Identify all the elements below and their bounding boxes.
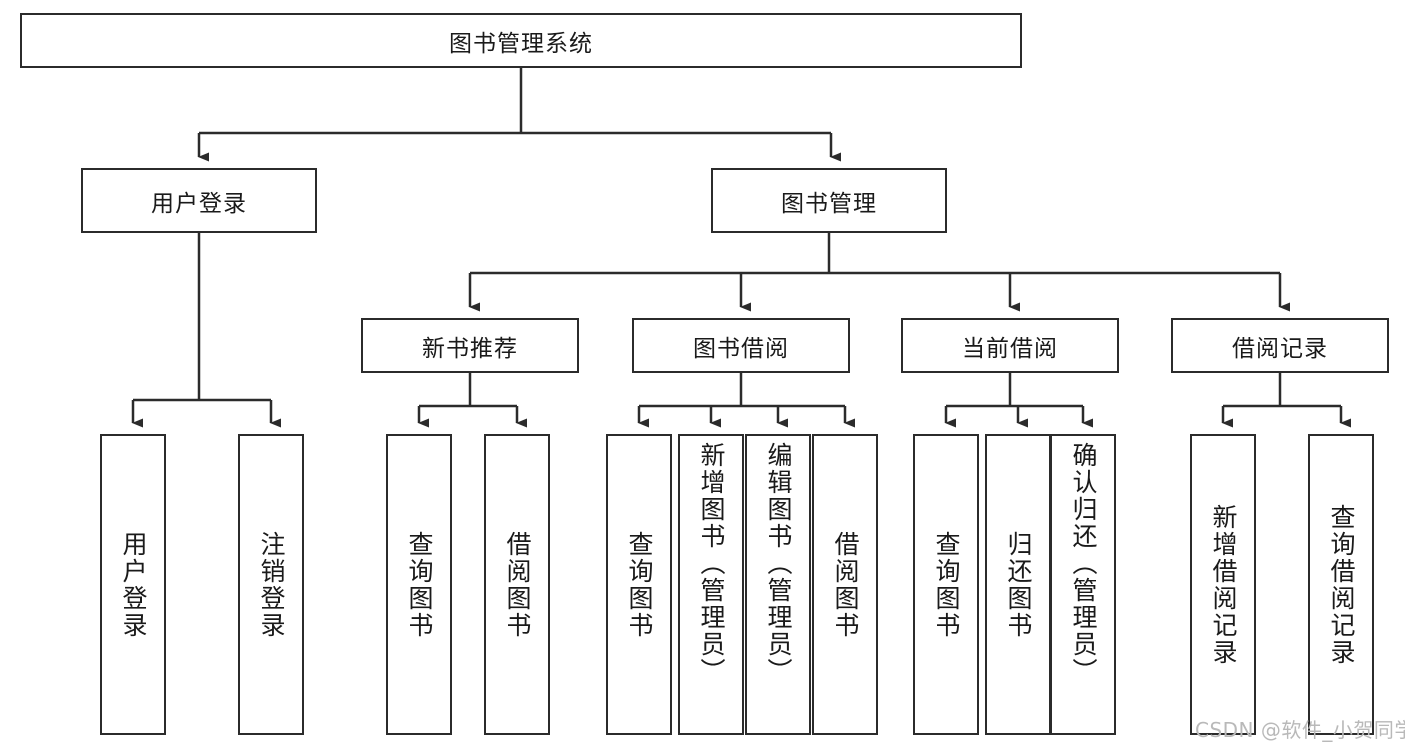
leaf-newbook-query-book[interactable]: 查询图书 (386, 434, 452, 735)
node-root[interactable]: 图书管理系统 (20, 13, 1022, 68)
leaf-add-borrow-record-label: 新增借阅记录 (1209, 503, 1238, 666)
leaf-current-query-book-label: 查询图书 (932, 530, 961, 639)
node-current-borrow-label: 当前借阅 (962, 335, 1058, 362)
node-new-book-recommend[interactable]: 新书推荐 (361, 318, 579, 373)
leaf-user-login-label: 用户登录 (119, 530, 148, 639)
leaf-borrow-query-book-label: 查询图书 (625, 530, 654, 639)
leaf-return-book-label: 归还图书 (1004, 530, 1033, 639)
node-borrow-records[interactable]: 借阅记录 (1171, 318, 1389, 373)
leaf-add-borrow-record[interactable]: 新增借阅记录 (1190, 434, 1256, 735)
leaf-borrow-book-label: 借阅图书 (831, 530, 860, 639)
leaf-return-book[interactable]: 归还图书 (985, 434, 1051, 735)
node-new-book-recommend-label: 新书推荐 (422, 335, 518, 362)
leaf-edit-book-admin-label: 编辑图书（管理员） (764, 442, 793, 685)
leaf-current-query-book[interactable]: 查询图书 (913, 434, 979, 735)
leaf-query-borrow-record-label: 查询借阅记录 (1327, 503, 1356, 666)
node-current-borrow[interactable]: 当前借阅 (901, 318, 1119, 373)
leaf-user-logout-label: 注销登录 (257, 530, 286, 639)
csdn-watermark: CSDN @软件_小贺同学 (1195, 718, 1405, 742)
node-book-borrow[interactable]: 图书借阅 (632, 318, 850, 373)
leaf-user-logout[interactable]: 注销登录 (238, 434, 304, 735)
leaf-user-login[interactable]: 用户登录 (100, 434, 166, 735)
leaf-query-borrow-record[interactable]: 查询借阅记录 (1308, 434, 1374, 735)
leaf-add-book-admin[interactable]: 新增图书（管理员） (678, 434, 744, 735)
node-book-management-label: 图书管理 (781, 190, 877, 217)
leaf-confirm-return-admin-label: 确认归还（管理员） (1069, 442, 1098, 685)
node-book-borrow-label: 图书借阅 (693, 335, 789, 362)
leaf-borrow-book[interactable]: 借阅图书 (812, 434, 878, 735)
leaf-newbook-borrow-book[interactable]: 借阅图书 (484, 434, 550, 735)
node-book-management[interactable]: 图书管理 (711, 168, 947, 233)
node-root-label: 图书管理系统 (449, 30, 593, 57)
node-user-login[interactable]: 用户登录 (81, 168, 317, 233)
leaf-newbook-borrow-book-label: 借阅图书 (503, 530, 532, 639)
leaf-borrow-query-book[interactable]: 查询图书 (606, 434, 672, 735)
node-borrow-records-label: 借阅记录 (1232, 335, 1328, 362)
leaf-newbook-query-book-label: 查询图书 (405, 530, 434, 639)
leaf-add-book-admin-label: 新增图书（管理员） (697, 442, 726, 685)
node-user-login-label: 用户登录 (151, 190, 247, 217)
leaf-confirm-return-admin[interactable]: 确认归还（管理员） (1050, 434, 1116, 735)
leaf-edit-book-admin[interactable]: 编辑图书（管理员） (745, 434, 811, 735)
